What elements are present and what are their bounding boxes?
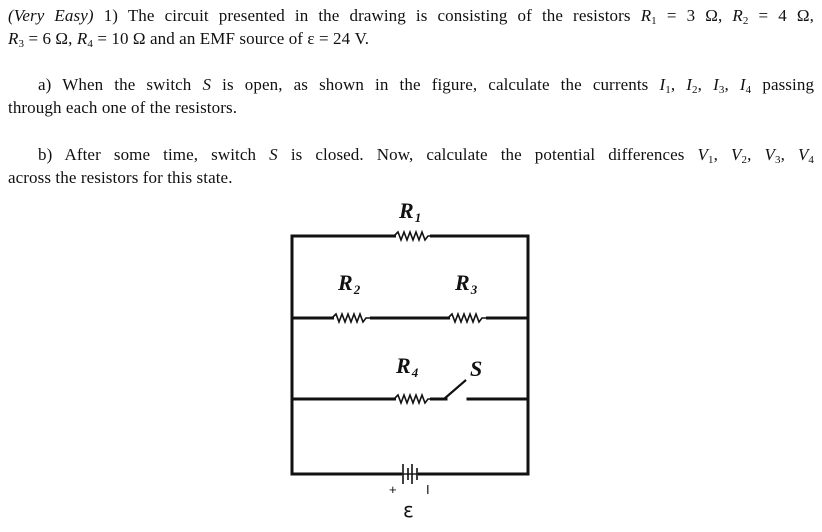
switch-s-blade bbox=[443, 379, 467, 400]
r2-value: = 4 Ω, bbox=[748, 6, 814, 25]
r3-label: R3 bbox=[454, 270, 478, 297]
voltage-v4: V bbox=[797, 145, 809, 164]
voltage-v4-sub: 4 bbox=[808, 154, 815, 166]
r1-symbol: R bbox=[640, 6, 652, 25]
problem-line-1: (Very Easy) 1) The circuit presented in … bbox=[8, 4, 814, 27]
difficulty-label: (Very Easy) bbox=[8, 6, 94, 25]
part-b-line-1: b) After some time, switch S is closed. … bbox=[8, 143, 814, 166]
r3-value: = 6 Ω, bbox=[24, 29, 77, 48]
part-a-switch-symbol: S bbox=[202, 75, 212, 94]
part-a-text-1: When the switch bbox=[62, 75, 192, 94]
part-b-text-2: is closed. Now, calculate the potential … bbox=[290, 145, 685, 164]
resistor-r1-symbol bbox=[393, 229, 432, 243]
battery-plus-label: + bbox=[389, 482, 397, 497]
r2-label: R2 bbox=[337, 270, 361, 297]
sep: , bbox=[724, 75, 740, 94]
part-a-text-2: is open, as shown in the figure, calcula… bbox=[222, 75, 649, 94]
current-i4-sub: 4 bbox=[745, 84, 752, 96]
voltage-v3-sub: 3 bbox=[774, 154, 781, 166]
r3-symbol: R bbox=[8, 29, 19, 48]
part-b: b) After some time, switch S is closed. … bbox=[8, 143, 814, 189]
problem-intro: The circuit presented in the drawing is … bbox=[127, 6, 631, 25]
r4-label: R4 bbox=[395, 353, 419, 380]
current-i2: I bbox=[686, 75, 693, 94]
problem-line-2: R3 = 6 Ω, R4 = 10 Ω and an EMF source of… bbox=[8, 27, 814, 50]
circuit-diagram: R1 R2 R3 R4 S + I ε bbox=[290, 198, 530, 522]
r2-symbol: R bbox=[732, 6, 743, 25]
r4-symbol: R bbox=[76, 29, 88, 48]
r1-label: R1 bbox=[398, 198, 421, 225]
resistor-r2-symbol bbox=[331, 311, 372, 325]
current-i1: I bbox=[659, 75, 666, 94]
voltage-v2-sub: 2 bbox=[741, 154, 748, 166]
part-a: a) When the switch S is open, as shown i… bbox=[8, 73, 814, 119]
part-a-text-3: passing bbox=[762, 75, 815, 94]
part-a-line-2: through each one of the resistors. bbox=[8, 98, 238, 117]
r4-value-and-emf: = 10 Ω and an EMF source of ε = 24 V. bbox=[92, 29, 370, 48]
voltage-v3: V bbox=[764, 145, 775, 164]
current-i3-sub: 3 bbox=[718, 84, 725, 96]
resistor-r4-symbol bbox=[393, 392, 432, 406]
voltage-v2: V bbox=[731, 145, 742, 164]
resistor-r3-symbol bbox=[447, 311, 488, 325]
r2-subscript: 2 bbox=[742, 15, 749, 27]
sep: , bbox=[697, 75, 714, 94]
part-b-text-1: After some time, switch bbox=[64, 145, 257, 164]
voltage-v1: V bbox=[697, 145, 709, 164]
part-b-line-2: across the resistors for this state. bbox=[8, 168, 233, 187]
r1-value: = 3 Ω, bbox=[656, 6, 733, 25]
r4-subscript: 4 bbox=[87, 38, 93, 50]
problem-statement: (Very Easy) 1) The circuit presented in … bbox=[8, 4, 814, 50]
part-a-label: a) bbox=[38, 75, 52, 94]
sep: , bbox=[747, 145, 765, 164]
sep: , bbox=[713, 145, 731, 164]
sep: , bbox=[780, 145, 798, 164]
problem-number: 1) bbox=[103, 6, 119, 25]
current-i3: I bbox=[713, 75, 719, 94]
sep: , bbox=[670, 75, 687, 94]
battery-minus-label: I bbox=[426, 482, 430, 497]
switch-s-label: S bbox=[470, 356, 482, 381]
voltage-v1-sub: 1 bbox=[708, 154, 714, 166]
part-b-switch-symbol: S bbox=[269, 145, 278, 164]
part-b-label: b) bbox=[38, 145, 53, 164]
r1-subscript: 1 bbox=[651, 15, 657, 27]
current-i4: I bbox=[739, 75, 746, 94]
emf-label: ε bbox=[403, 498, 414, 522]
battery-symbol bbox=[398, 464, 422, 484]
part-a-line-1: a) When the switch S is open, as shown i… bbox=[8, 73, 814, 96]
current-i1-sub: 1 bbox=[665, 84, 671, 96]
r3-subscript: 3 bbox=[18, 38, 25, 50]
current-i2-sub: 2 bbox=[692, 84, 698, 96]
